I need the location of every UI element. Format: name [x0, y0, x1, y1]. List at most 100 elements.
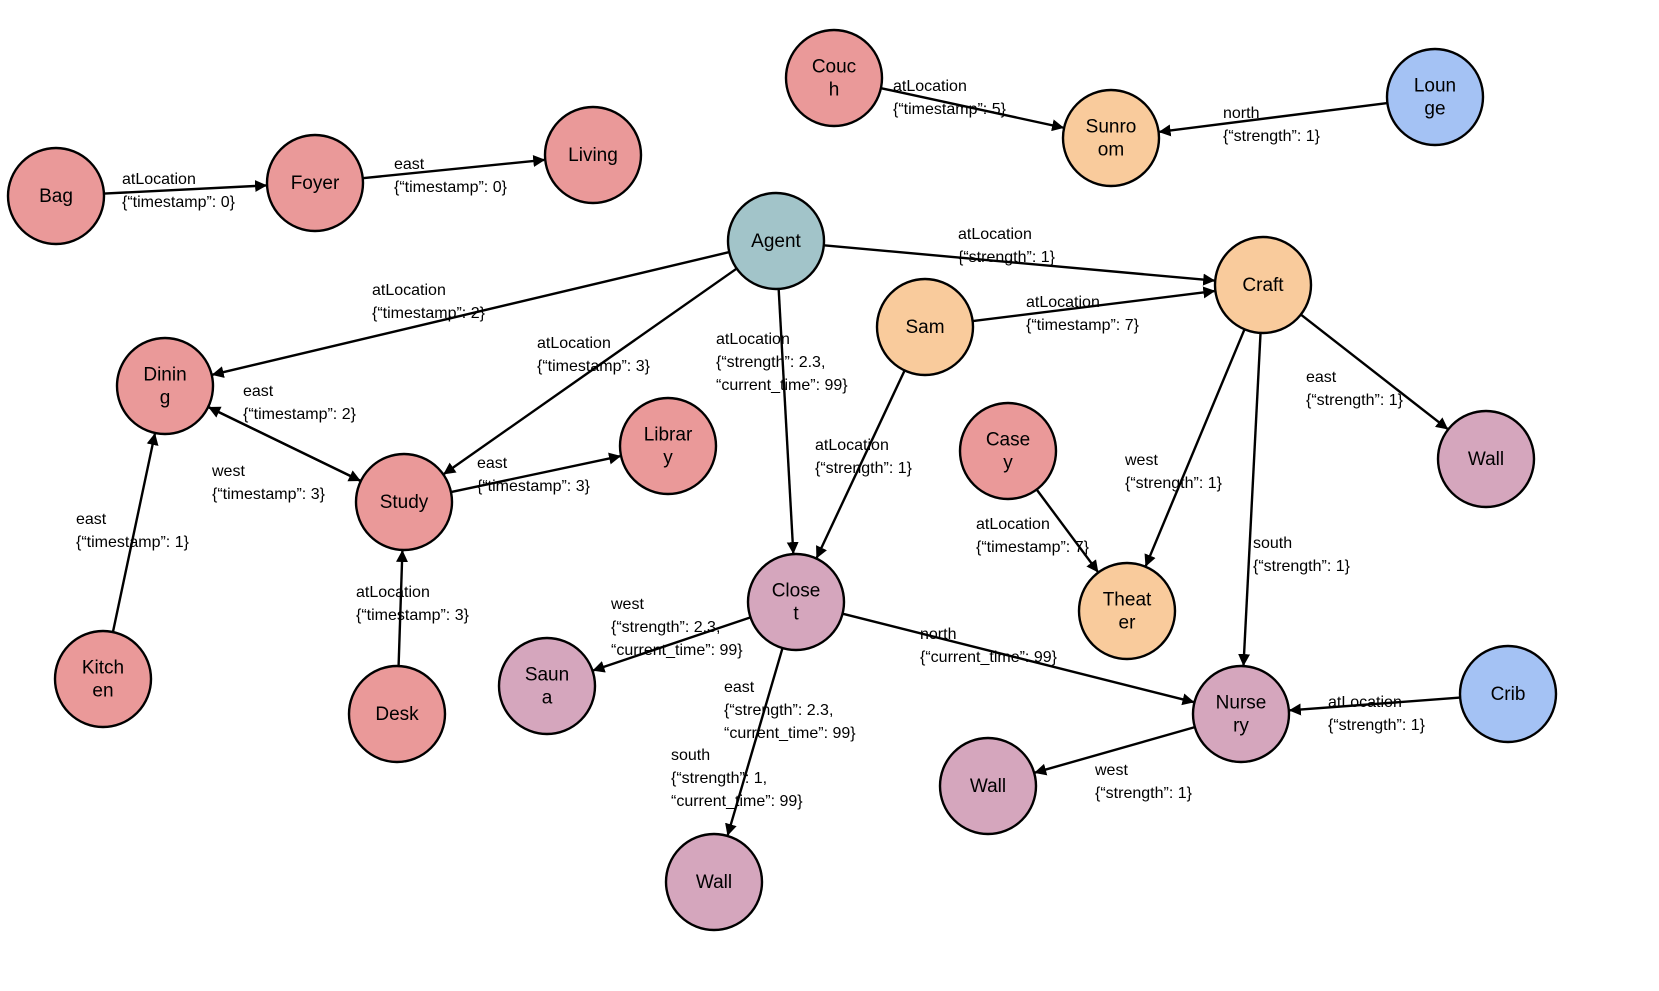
- node-circle[interactable]: [746, 552, 846, 652]
- node-circle[interactable]: [53, 629, 153, 729]
- node-bag[interactable]: Bag: [6, 146, 106, 246]
- edge-label-line: {“strength”: 2.3,: [611, 619, 720, 636]
- edge-label-east: east{“timestamp”: 0}: [394, 156, 508, 196]
- edge-study-to-dining: [208, 406, 362, 483]
- node-circle[interactable]: [784, 28, 884, 128]
- edge-label-atlocation: atLocation{“timestamp”: 5}: [893, 78, 1007, 118]
- node-wall-right[interactable]: Wall: [1436, 409, 1536, 509]
- node-label: Bag: [39, 186, 73, 207]
- edge-label-east: east{“timestamp”: 3}: [477, 455, 591, 495]
- node-circle[interactable]: [1191, 664, 1291, 764]
- edge-label-west: west{“strength”: 1}: [1124, 452, 1223, 492]
- edge-agent-to-craft: [823, 244, 1216, 286]
- node-crib[interactable]: Crib: [1458, 644, 1558, 744]
- edge-label-line: {“strength”: 1}: [1306, 392, 1404, 409]
- edge-casey-to-theater: [1035, 488, 1099, 573]
- node-study[interactable]: Study: [354, 452, 454, 552]
- node-wall-bottom[interactable]: Wall: [664, 832, 764, 932]
- node-label-line: om: [1098, 140, 1124, 161]
- edge-label-north: north{“strength”: 1}: [1223, 105, 1321, 145]
- node-sam[interactable]: Sam: [875, 277, 975, 377]
- edge-label-line: atLocation: [1328, 694, 1402, 711]
- edge-label-line: east: [724, 679, 755, 696]
- node-circle[interactable]: [1436, 409, 1536, 509]
- edge-craft-to-nursery: [1238, 332, 1262, 667]
- node-label: Crib: [1491, 684, 1526, 705]
- node-label-line: Bag: [39, 186, 73, 207]
- edge-label-line: east: [243, 383, 274, 400]
- edges-layer: [103, 86, 1461, 836]
- node-circle[interactable]: [958, 401, 1058, 501]
- node-label-line: en: [92, 681, 113, 702]
- node-circle[interactable]: [1077, 561, 1177, 661]
- node-agent[interactable]: Agent: [726, 191, 826, 291]
- node-circle[interactable]: [664, 832, 764, 932]
- edge-arrow: [777, 288, 799, 555]
- edge-label-line: {“timestamp”: 3}: [477, 478, 591, 495]
- node-circle[interactable]: [1385, 47, 1485, 147]
- node-label-line: Sunro: [1086, 117, 1137, 138]
- node-label-line: Foyer: [291, 173, 340, 194]
- node-circle[interactable]: [265, 133, 365, 233]
- node-label-line: h: [829, 80, 840, 101]
- edge-arrow: [208, 406, 362, 483]
- edge-lounge-to-sunroom: [1158, 101, 1388, 137]
- node-label-line: Close: [772, 581, 821, 602]
- edge-label-atlocation: atLocation{“strength”: 2.3,“current_time…: [716, 331, 848, 394]
- node-label-line: Wall: [1468, 449, 1504, 470]
- node-craft[interactable]: Craft: [1213, 235, 1313, 335]
- node-circle[interactable]: [1458, 644, 1558, 744]
- node-circle[interactable]: [875, 277, 975, 377]
- node-label-line: Dinin: [143, 365, 186, 386]
- node-circle[interactable]: [6, 146, 106, 246]
- edge-arrow: [1158, 101, 1388, 137]
- edge-couch-to-sunroom: [880, 86, 1065, 132]
- node-label-line: Couc: [812, 57, 856, 78]
- node-label-line: Nurse: [1216, 693, 1267, 714]
- node-circle[interactable]: [347, 664, 447, 764]
- node-desk[interactable]: Desk: [347, 664, 447, 764]
- edge-label-line: atLocation: [958, 226, 1032, 243]
- node-wall-mid[interactable]: Wall: [938, 736, 1038, 836]
- edge-sam-to-craft: [972, 286, 1216, 323]
- edge-arrow: [103, 180, 268, 195]
- node-circle[interactable]: [543, 105, 643, 205]
- edge-labels-layer: atLocation{“timestamp”: 0}east{“timestam…: [76, 78, 1426, 810]
- node-circle[interactable]: [726, 191, 826, 291]
- node-label: Agent: [751, 231, 801, 252]
- node-foyer[interactable]: Foyer: [265, 133, 365, 233]
- node-label: Sam: [905, 317, 944, 338]
- node-circle[interactable]: [115, 336, 215, 436]
- edge-agent-to-study: [443, 267, 738, 475]
- node-living[interactable]: Living: [543, 105, 643, 205]
- node-label-line: Theat: [1103, 590, 1152, 611]
- edge-desk-to-study: [396, 549, 409, 667]
- edge-label-line: {“strength”: 1}: [815, 460, 913, 477]
- node-circle[interactable]: [1061, 88, 1161, 188]
- edge-craft-to-wall-right: [1300, 313, 1449, 430]
- edge-label-east: east{“timestamp”: 1}: [76, 511, 190, 551]
- node-circle[interactable]: [497, 636, 597, 736]
- node-label-line: er: [1119, 613, 1137, 634]
- node-circle[interactable]: [618, 396, 718, 496]
- node-circle[interactable]: [354, 452, 454, 552]
- node-label: Study: [380, 492, 429, 513]
- edge-label-line: atLocation: [1026, 294, 1100, 311]
- node-circle[interactable]: [938, 736, 1038, 836]
- edge-label-line: north: [920, 626, 956, 643]
- edge-label-line: {“strength”: 1}: [1223, 128, 1321, 145]
- node-circle[interactable]: [1213, 235, 1313, 335]
- edge-arrow: [1034, 725, 1196, 776]
